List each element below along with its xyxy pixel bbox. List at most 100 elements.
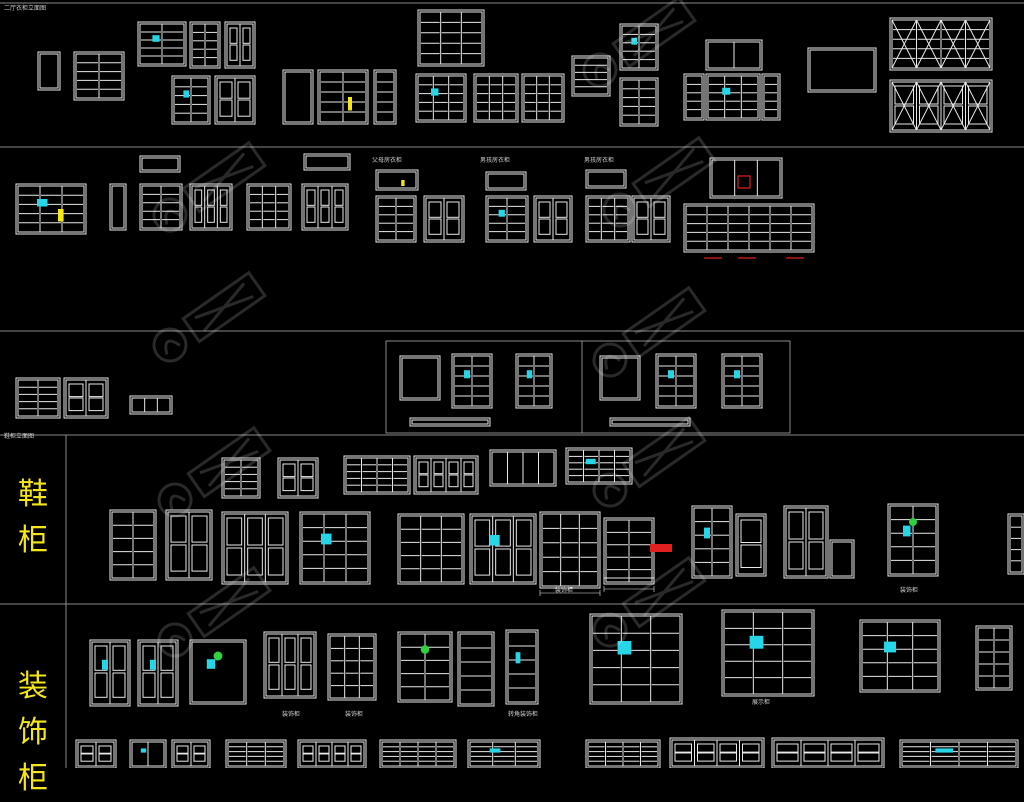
shoe-caption-1: 装饰柜 [555, 586, 573, 594]
row3-title: 鞋柜立面图 [4, 432, 34, 440]
cabinet-elevation [171, 739, 211, 768]
shoe-label-char-1: 鞋 [18, 477, 48, 512]
watermark-logo-icon [151, 564, 273, 664]
cabinet-elevation [397, 631, 453, 703]
shoe-label-char-2: 柜 [18, 523, 48, 558]
cabinet-elevation [221, 511, 289, 585]
cabinet-elevation [63, 377, 109, 419]
decor-caption-3: 转角装饰柜 [508, 710, 538, 718]
row2-caption-a: 父母房衣柜 [372, 156, 402, 164]
cabinet-elevation [109, 509, 157, 581]
cabinet-elevation [165, 509, 213, 581]
cabinet-elevation [485, 171, 527, 191]
cabinet-elevation [397, 513, 465, 585]
cabinet-elevation [467, 739, 541, 768]
cabinet-elevation [533, 195, 573, 243]
cad-drawing-canvas: 二厅衣柜立面图 父母房衣柜 男孩房衣柜 男孩房衣柜 鞋柜立面图 装饰柜 装饰柜 … [0, 0, 1024, 768]
cabinet-elevation [137, 639, 179, 707]
decor-label-char-1: 装 [18, 669, 48, 704]
cabinet-elevation [225, 739, 287, 768]
cabinet-elevation [399, 355, 441, 401]
decor-caption-4: 展示柜 [752, 698, 770, 706]
cabinet-elevation [709, 157, 783, 199]
cabinet-elevation [379, 739, 457, 768]
decor-caption-2: 装饰柜 [345, 710, 363, 718]
cabinet-elevation [655, 353, 697, 409]
cabinet-elevation [521, 73, 565, 123]
cabinet-elevation [317, 69, 369, 125]
cabinet-elevation [469, 513, 537, 585]
decor-label-char-3: 柜 [18, 761, 48, 796]
cabinet-elevation [975, 625, 1013, 691]
cabinet-elevation [301, 183, 349, 231]
cabinet-elevation [473, 73, 519, 123]
cabinet-elevation [735, 513, 767, 577]
watermark-logo-icon [586, 414, 708, 514]
cabinet-elevation [807, 47, 877, 93]
cabinet-elevation [669, 737, 765, 768]
red-tag [650, 544, 672, 552]
cabinet-elevation [1007, 513, 1024, 575]
cabinet-elevation [631, 195, 671, 243]
cabinet-elevation [585, 169, 627, 189]
cabinet-elevation [15, 377, 61, 419]
cabinet-elevation [373, 69, 397, 125]
cabinet-elevation [589, 613, 683, 705]
cabinet-elevation [415, 73, 467, 123]
cabinet-elevation [171, 75, 211, 125]
row2-caption-c: 男孩房衣柜 [584, 156, 614, 164]
cabinet-elevation [539, 511, 601, 596]
watermark-logo-icon [146, 269, 268, 369]
cabinet-elevation [37, 51, 61, 91]
cabinet-elevation [139, 155, 181, 173]
decor-label-char-2: 饰 [18, 715, 48, 750]
cabinet-elevation [137, 21, 187, 67]
row2-caption-b: 男孩房衣柜 [480, 156, 510, 164]
cabinet-elevation [189, 639, 247, 705]
cabinet-elevation [417, 9, 485, 67]
cabinet-elevation [451, 353, 493, 409]
cabinet-elevation [189, 21, 221, 69]
cabinet-elevation [73, 51, 125, 101]
watermark-logo-icon [596, 134, 718, 234]
cabinet-elevation [299, 511, 371, 585]
cabinet-elevation [603, 517, 655, 592]
cabinet-elevation [889, 17, 993, 71]
cabinet-elevation [413, 455, 479, 495]
cabinet-elevation [129, 739, 167, 768]
cabinet-elevation [246, 183, 292, 231]
cabinet-elevation [129, 395, 173, 415]
cabinet-elevation [705, 39, 763, 71]
shoe-caption-2: 装饰柜 [900, 586, 918, 594]
cabinet-elevation [423, 195, 465, 243]
cabinet-elevation [263, 631, 317, 699]
cabinet-elevation [109, 183, 127, 231]
cabinet-elevation [515, 353, 553, 409]
cabinet-elevation [721, 609, 815, 697]
cabinet-elevation [505, 629, 539, 705]
cabinet-elevation [761, 73, 781, 121]
section-label-shoe-cabinet: 鞋 柜 [0, 472, 66, 564]
cabinet-elevation [599, 355, 641, 401]
cabinet-elevation [224, 21, 256, 69]
cabinet-elevation [771, 737, 885, 768]
cabinet-elevation [457, 631, 495, 707]
cabinet-elevation [705, 73, 761, 121]
cabinet-elevation [343, 455, 411, 495]
cabinet-elevation [887, 503, 939, 577]
cabinet-elevation [297, 739, 367, 768]
cabinet-drawings [15, 9, 1024, 768]
cabinet-elevation [783, 505, 829, 579]
cabinet-elevation [139, 183, 183, 231]
small-annotations: 二厅衣柜立面图 父母房衣柜 男孩房衣柜 男孩房衣柜 鞋柜立面图 装饰柜 装饰柜 … [4, 4, 918, 718]
decor-caption-1: 装饰柜 [282, 710, 300, 718]
cabinet-elevation [691, 505, 733, 579]
cabinet-elevation [489, 449, 557, 487]
cabinet-elevation [859, 619, 941, 693]
cabinet-elevation [15, 183, 87, 235]
cabinet-elevation [829, 539, 855, 579]
row1-title: 二厅衣柜立面图 [4, 4, 46, 12]
cabinet-elevation [375, 169, 419, 191]
cabinet-elevation [889, 79, 993, 133]
cabinet-elevation [721, 353, 763, 409]
